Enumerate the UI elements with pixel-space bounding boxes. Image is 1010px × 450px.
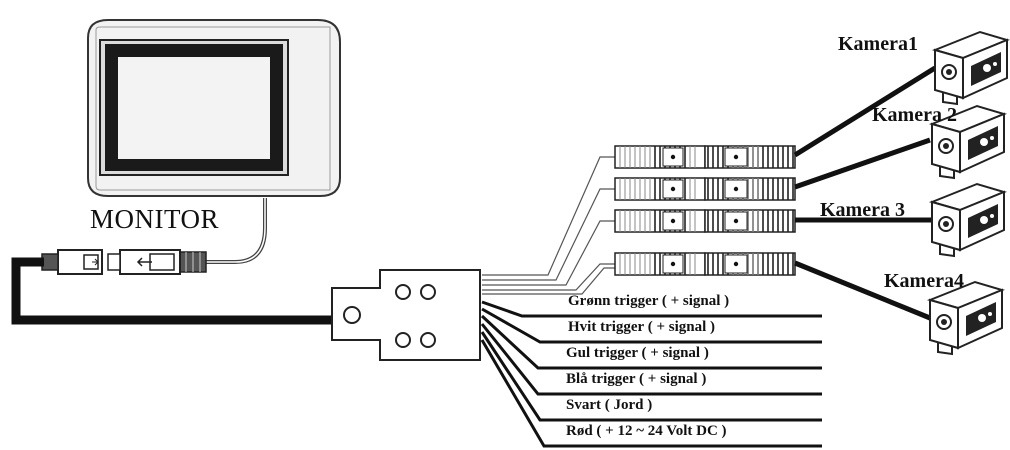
wire-label-red: Rød ( + 12 ~ 24 Volt DC ) [566,423,727,439]
camera-2 [928,104,1008,180]
wire-label-black: Svart ( Jord ) [566,397,653,413]
camera-3-label: Kamera 3 [820,199,905,221]
monitor-connector [107,249,207,275]
trigger-wires [480,300,822,448]
monitor [87,19,341,197]
camera-4-label: Kamera4 [884,270,964,292]
camera-cables [793,65,937,321]
connector-pair-3 [614,209,796,233]
monitor-label: MONITOR [90,204,220,234]
connector-pair-2 [614,177,796,201]
camera-2-label: Kamera 2 [872,104,957,126]
main-cable [11,257,335,325]
camera-connectors [614,145,796,276]
camera-1-label: Kamera1 [838,33,918,55]
wire-label-green: Grønn trigger ( + signal ) [568,293,730,309]
junction-box [331,269,481,361]
camera-3 [928,182,1008,258]
connector-pair-4 [614,252,796,276]
camera-1 [931,30,1010,106]
harness-connector [41,249,103,275]
connector-pair-1 [614,145,796,169]
wire-label-white: Hvit trigger ( + signal ) [568,319,715,335]
video-wires [482,156,615,295]
cameras [926,30,1010,356]
camera-4 [926,280,1006,356]
wire-label-blue: Blå trigger ( + signal ) [566,371,707,387]
wire-label-yellow: Gul trigger ( + signal ) [566,345,709,361]
